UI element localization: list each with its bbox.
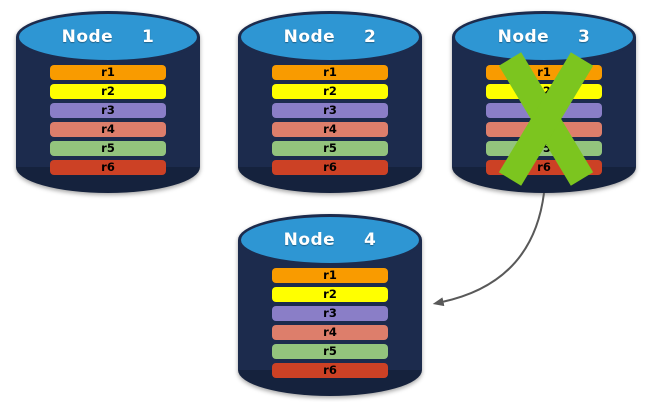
cylinder-top: Node 4 — [238, 214, 422, 266]
row-r3: r3 — [272, 103, 388, 118]
row-r4: r4 — [272, 325, 388, 340]
row-r4: r4 — [272, 122, 388, 137]
row-stack: r1 r2 r3 r4 r5 r6 — [272, 65, 388, 175]
node-3: Node 3 r1 r2 r3 r4 r5 r6 — [452, 11, 636, 193]
row-r6: r6 — [272, 160, 388, 175]
row-r5: r5 — [50, 141, 166, 156]
cylinder-top: Node 3 — [452, 11, 636, 63]
row-r2: r2 — [272, 84, 388, 99]
row-r6: r6 — [50, 160, 166, 175]
node-title: Node 3 — [497, 27, 591, 47]
node-4: Node 4 r1 r2 r3 r4 r5 r6 — [238, 214, 422, 396]
node-1: Node 1 r1 r2 r3 r4 r5 r6 — [16, 11, 200, 193]
row-r1: r1 — [272, 268, 388, 283]
row-stack: r1 r2 r3 r4 r5 r6 — [50, 65, 166, 175]
row-r2: r2 — [272, 287, 388, 302]
node-2: Node 2 r1 r2 r3 r4 r5 r6 — [238, 11, 422, 193]
row-r3: r3 — [272, 306, 388, 321]
node-title: Node 2 — [283, 27, 377, 47]
row-r1: r1 — [50, 65, 166, 80]
row-r5: r5 — [272, 344, 388, 359]
node-title: Node 4 — [283, 230, 377, 250]
node-title: Node 1 — [61, 27, 155, 47]
row-stack: r1 r2 r3 r4 r5 r6 — [272, 268, 388, 378]
row-r5: r5 — [272, 141, 388, 156]
row-r2: r2 — [50, 84, 166, 99]
row-r3: r3 — [50, 103, 166, 118]
cylinder-top: Node 2 — [238, 11, 422, 63]
cylinder-top: Node 1 — [16, 11, 200, 63]
row-r6: r6 — [272, 363, 388, 378]
row-r4: r4 — [50, 122, 166, 137]
failure-cross-icon — [498, 52, 594, 186]
row-r1: r1 — [272, 65, 388, 80]
